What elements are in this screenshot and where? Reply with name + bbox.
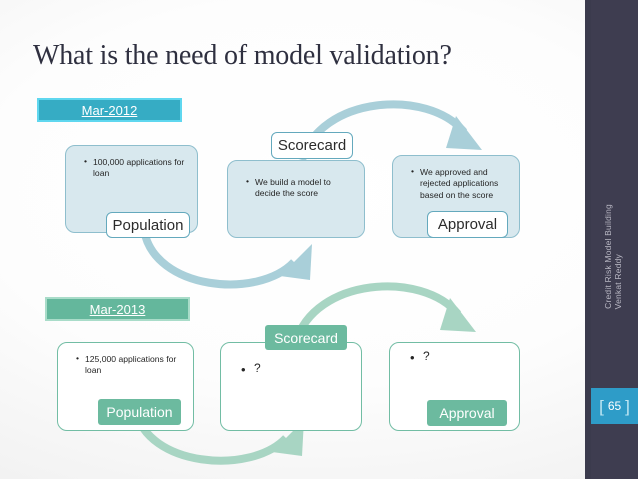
credit-line-title: Credit Risk Model Building [602,204,613,309]
stage-tag-approval-2013[interactable]: Approval [427,400,507,426]
bullet-item: ? [410,349,509,366]
arrow-population-to-scorecard-2012 [140,229,312,289]
stage-bullets: 125,000 applications for loan [58,343,193,377]
page-number-badge: [ 65 ] [591,388,638,424]
bullet-item: ? [241,361,351,378]
bracket-right-icon: ] [625,396,630,416]
stage-card-scorecard-2013[interactable]: ? [220,342,362,431]
stage-bullets: We build a model to decide the score [228,161,364,200]
stage-tag-approval-2012[interactable]: Approval [427,211,508,238]
period-badge-2012: Mar-2012 [37,98,182,122]
bullet-item: 100,000 applications for loan [84,156,187,180]
credit-line-author: Venkat Reddy [612,253,623,309]
period-badge-2013: Mar-2013 [45,297,190,321]
stage-tag-population-2012[interactable]: Population [106,212,190,238]
arrow-scorecard-to-approval-2013 [292,282,476,344]
stage-tag-population-2013[interactable]: Population [98,399,181,425]
bullet-item: We build a model to decide the score [246,176,354,200]
slide-side-rail: Credit Risk Model Building Venkat Reddy … [585,0,638,479]
stage-card-scorecard-2012[interactable]: We build a model to decide the score [227,160,365,238]
stage-bullets: ? [221,343,361,378]
bracket-left-icon: [ [599,396,604,416]
bullet-item: 125,000 applications for loan [76,353,183,377]
stage-bullets: 100,000 applications for loan [66,146,197,180]
stage-tag-scorecard-2012[interactable]: Scorecard [271,132,353,159]
page-title: What is the need of model validation? [33,40,452,71]
stage-bullets: We approved and rejected applications ba… [393,156,519,201]
stage-bullets: ? [390,343,519,366]
bullet-item: We approved and rejected applications ba… [411,166,509,201]
stage-tag-scorecard-2013[interactable]: Scorecard [265,325,347,350]
page-number: 65 [607,399,622,413]
